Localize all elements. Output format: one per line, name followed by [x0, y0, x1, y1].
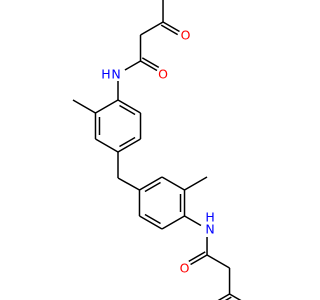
nh-hydrogen-top: H [101, 67, 110, 82]
bond-ch2-ketone-top [140, 21, 164, 36]
bond-ketone-methyl-bottom [229, 293, 242, 300]
bond-ring-n-bottom [184, 215, 202, 227]
ring-top-bond-5 [117, 99, 141, 114]
bond-amide-co-bottom [190, 254, 208, 266]
ring-top-bond-2 [95, 138, 119, 153]
bond-ketone-co-top [162, 21, 180, 33]
bond-methyl-top-ring [72, 99, 96, 114]
bond-methyl-bottom-ring [184, 176, 208, 191]
bond-ketone-co-top-2 [160, 24, 179, 36]
bond-bridge-b [117, 177, 140, 191]
nitrogen-top: N [111, 67, 120, 82]
bond-amide-co-top [140, 60, 158, 72]
oxygen-amide-top: O [158, 67, 168, 82]
bond-amide-co-bottom-2 [188, 251, 206, 263]
molecule-structure: NHOONHOO [0, 0, 300, 300]
oxygen-ketone-top: O [181, 28, 191, 43]
ring-bottom-double-0 [144, 181, 161, 193]
bond-ketone-co-bottom-2 [224, 296, 232, 300]
bond-amide-ch2-bottom [206, 254, 230, 269]
ring-bottom-bond-0 [139, 176, 163, 191]
background [0, 0, 300, 300]
oxygen-amide-bottom: O [180, 261, 190, 276]
bond-ketone-co-bottom [217, 293, 230, 300]
nitrogen-bottom: N [205, 222, 214, 237]
ring-bottom-bond-5 [161, 176, 185, 191]
ring-bottom-bond-3 [161, 215, 185, 230]
structure-canvas: NHOONHOO [0, 0, 300, 300]
ring-bottom-bond-2 [139, 215, 163, 230]
ring-bottom-double-2 [144, 213, 161, 225]
ring-top-double-5 [119, 104, 136, 116]
bond-amide-co-top-2 [141, 57, 160, 69]
ring-top-bond-3 [117, 138, 141, 153]
ring-top-double-3 [119, 136, 136, 148]
nh-hydrogen-bottom: H [205, 210, 214, 225]
ring-top-bond-0 [95, 99, 119, 114]
bond-n-amide-top [124, 60, 141, 71]
